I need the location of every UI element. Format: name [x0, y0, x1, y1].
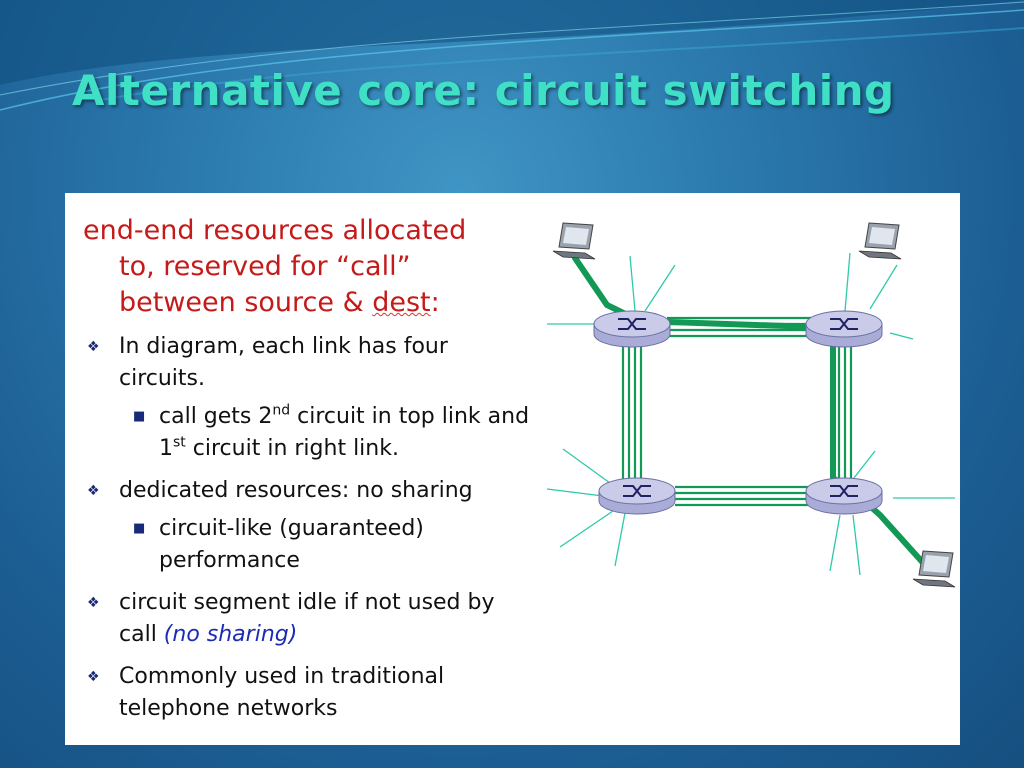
- host-computer-top-right-icon: [858, 222, 902, 260]
- link-left-circuits: [621, 343, 643, 481]
- link-bottom-circuits: [675, 485, 815, 507]
- superscript-nd: nd: [272, 402, 291, 419]
- router-top-left: [593, 310, 671, 348]
- intro-paragraph: end-end resources allocated to, reserved…: [83, 213, 533, 321]
- subbullet-call-circuit: ■ call gets 2nd circuit in top link and …: [83, 401, 533, 465]
- router-bottom-right: [805, 477, 883, 515]
- background-swoosh: [0, 0, 1024, 111]
- router-top-right: [805, 310, 883, 348]
- host-computer-bottom-right-icon: [912, 550, 956, 588]
- bullet-telephone-networks: ❖ Commonly used in traditional telephone…: [83, 661, 533, 725]
- intro-line-1: end-end resources allocated: [83, 215, 467, 246]
- intro-dest-word: dest: [372, 287, 431, 318]
- bullet-dedicated-resources: ❖ dedicated resources: no sharing: [83, 475, 533, 507]
- no-sharing-emphasis: (no sharing): [163, 622, 298, 647]
- circuit-switching-diagram: [546, 222, 956, 588]
- intro-colon: :: [430, 287, 440, 318]
- slide-title: Alternative core: circuit switching: [72, 66, 895, 115]
- bullet-four-circuits: ❖ In diagram, each link has four circuit…: [83, 331, 533, 395]
- bullet-text: dedicated resources: no sharing: [119, 478, 473, 503]
- intro-line-3: between source &: [119, 287, 373, 318]
- router-bottom-left: [598, 477, 676, 515]
- subbullet-text-1: call gets 2: [159, 404, 273, 429]
- diamond-bullet-icon: ❖: [87, 595, 100, 611]
- diamond-bullet-icon: ❖: [87, 669, 100, 685]
- content-panel: end-end resources allocated to, reserved…: [65, 193, 960, 745]
- subbullet-text-2: circuit in top link and 1: [159, 404, 530, 461]
- square-bullet-icon: ■: [133, 409, 146, 424]
- subbullet-text: circuit-like (guaranteed) performance: [159, 516, 424, 573]
- intro-line-2: to, reserved for “call”: [119, 251, 411, 282]
- subbullet-guaranteed: ■ circuit-like (guaranteed) performance: [83, 513, 533, 577]
- diamond-bullet-icon: ❖: [87, 339, 100, 355]
- text-column: end-end resources allocated to, reserved…: [83, 213, 533, 725]
- square-bullet-icon: ■: [133, 521, 146, 536]
- bullet-text: In diagram, each link has four circuits.: [119, 334, 448, 391]
- bullet-idle-segment: ❖ circuit segment idle if not used by ca…: [83, 587, 533, 651]
- superscript-st: st: [173, 434, 186, 451]
- subbullet-text-3: circuit in right link.: [185, 436, 399, 461]
- bullet-text: Commonly used in traditional telephone n…: [119, 664, 445, 721]
- diamond-bullet-icon: ❖: [87, 483, 100, 499]
- stub-links: [546, 252, 955, 576]
- host-computer-top-left-icon: [552, 222, 596, 260]
- bullet-text: circuit segment idle if not used by call: [119, 590, 495, 647]
